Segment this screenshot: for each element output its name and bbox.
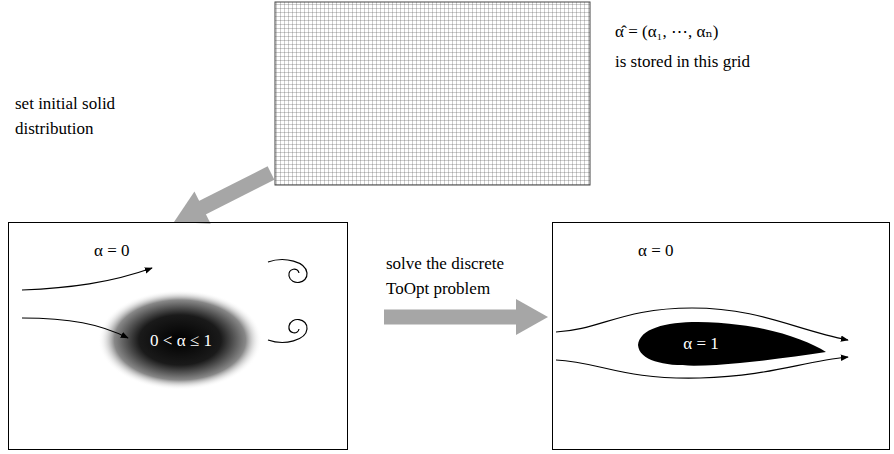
vortex — [268, 260, 307, 283]
grid — [275, 2, 590, 185]
arrow-head — [516, 299, 548, 335]
grid-formula: α̂ = (α₁, ⋯, αₙ) — [615, 22, 718, 42]
arrow-shaft — [201, 173, 271, 208]
optimized-domain-box: α = 0 α = 1 — [552, 222, 890, 450]
flow-line — [22, 268, 152, 290]
fluid-label: α = 0 — [94, 241, 130, 261]
arrow-head — [174, 192, 211, 224]
initial-domain-box: α = 0 0 < α ≤ 1 — [8, 222, 348, 450]
fluid-label: α = 0 — [638, 241, 674, 261]
step-label: set initial solid distribution — [15, 92, 150, 141]
airfoil — [638, 322, 826, 366]
arrow-shaft — [384, 310, 518, 325]
solid-label: 0 < α ≤ 1 — [150, 331, 212, 351]
solid-label: α = 1 — [683, 334, 719, 354]
grid-note: is stored in this grid — [615, 52, 750, 72]
process-arrow — [384, 299, 548, 335]
solid-blob — [98, 290, 262, 390]
flow-line — [22, 318, 128, 338]
streamline — [556, 357, 848, 378]
process-arrow — [174, 173, 271, 224]
vortex — [268, 320, 307, 343]
step-label: solve the discrete ToOpt problem — [386, 252, 536, 301]
grid-node: α̂ = (α₁, ⋯, αₙ)is stored in this grid — [275, 2, 590, 185]
